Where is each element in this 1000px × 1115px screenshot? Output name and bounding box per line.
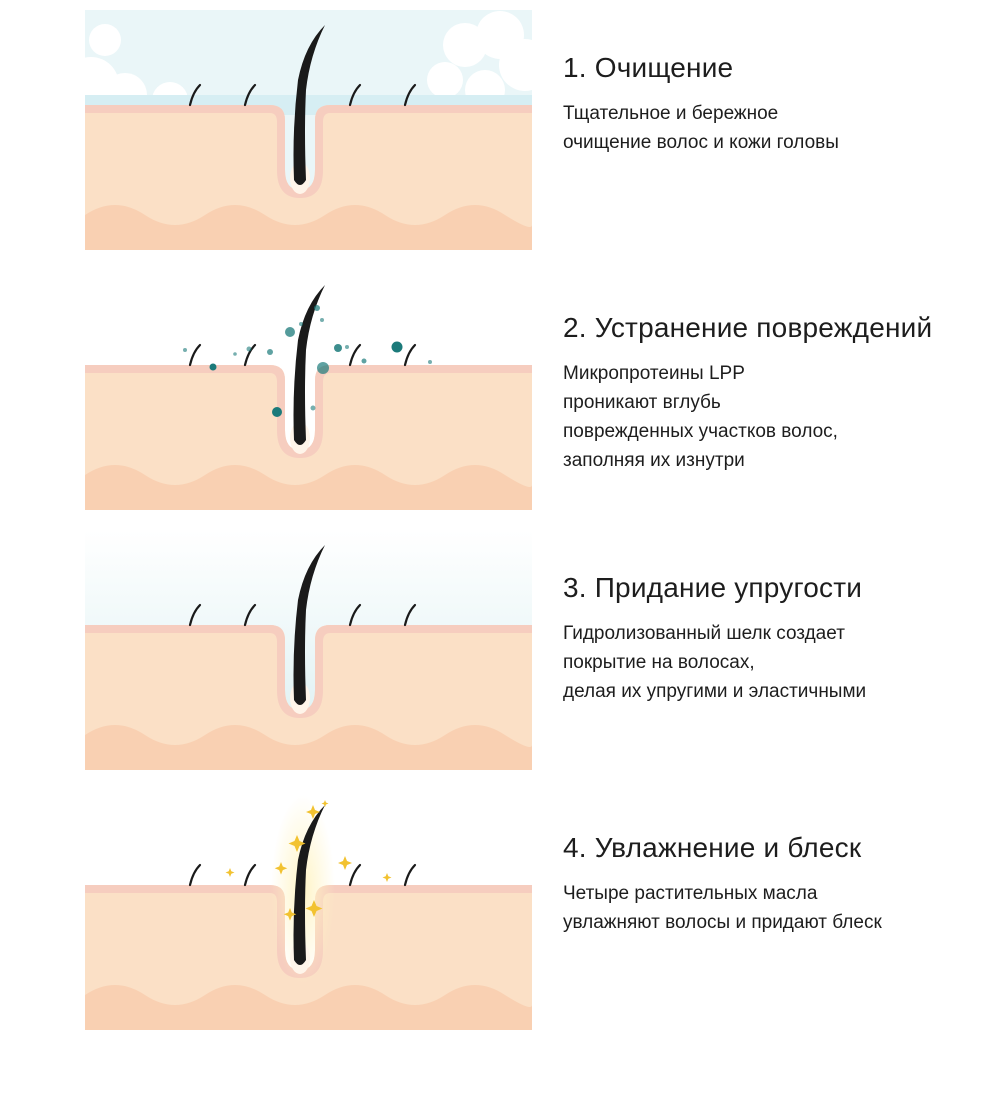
description-line: Микропротеины LPP — [563, 363, 745, 384]
description-line: заполняя их изнутри — [563, 450, 745, 471]
hair-repair-icon — [85, 270, 532, 510]
step-text: 1. Очищение Тщательное и бережное очищен… — [563, 50, 993, 157]
step-description: Гидролизованный шелк создает покрытие на… — [563, 619, 993, 706]
step-elasticity: 3. Придание упругости Гидролизованный ше… — [0, 530, 1000, 770]
step-title: 4. Увлажнение и блеск — [563, 832, 862, 863]
step-title: 1. Очищение — [563, 52, 734, 83]
step-text: 2. Устранение повреждений Микропротеины … — [563, 310, 993, 475]
step-text: 4. Увлажнение и блеск Четыре растительны… — [563, 830, 993, 937]
description-line: очищение волос и кожи головы — [563, 132, 839, 153]
step-description: Микропротеины LPP проникают вглубь повре… — [563, 359, 993, 475]
description-line: Четыре растительных масла — [563, 883, 818, 904]
step-moisturizing: 4. Увлажнение и блеск Четыре растительны… — [0, 790, 1000, 1030]
description-line: увлажняют волосы и придают блеск — [563, 912, 882, 933]
description-line: поврежденных участков волос, — [563, 421, 838, 442]
description-line: проникают вглубь — [563, 392, 721, 413]
description-line: Гидролизованный шелк создает — [563, 623, 845, 644]
hair-elasticity-icon — [85, 530, 532, 770]
description-line: Тщательное и бережное — [563, 103, 779, 124]
step-title: 2. Устранение повреждений — [563, 312, 933, 343]
step-description: Четыре растительных масла увлажняют воло… — [563, 879, 993, 937]
description-line: покрытие на волосах, — [563, 652, 755, 673]
step-text: 3. Придание упругости Гидролизованный ше… — [563, 570, 993, 706]
step-description: Тщательное и бережное очищение волос и к… — [563, 99, 993, 157]
step-title: 3. Придание упругости — [563, 572, 863, 603]
step-repair: 2. Устранение повреждений Микропротеины … — [0, 270, 1000, 510]
step-cleansing: 1. Очищение Тщательное и бережное очищен… — [0, 10, 1000, 250]
description-line: делая их упругими и эластичными — [563, 681, 867, 702]
hair-cleansing-icon — [85, 10, 532, 250]
hair-shine-icon — [85, 790, 532, 1030]
